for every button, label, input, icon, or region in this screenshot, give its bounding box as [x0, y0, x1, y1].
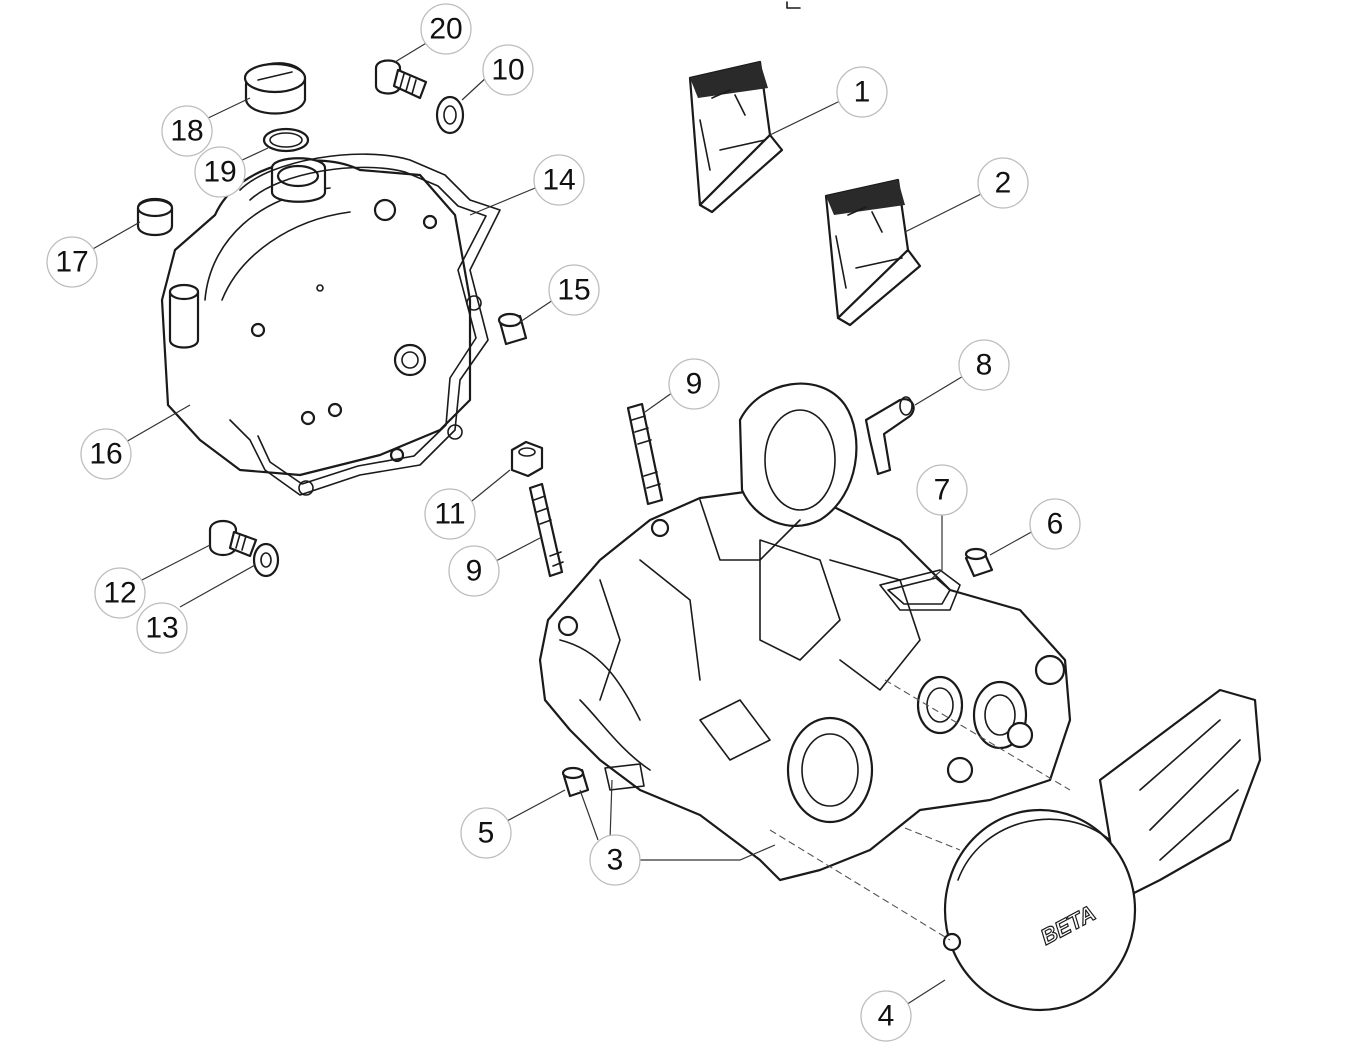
dowel-15 — [497, 312, 528, 346]
callout-19: 19 — [194, 146, 246, 198]
crankcase — [538, 382, 1072, 882]
callout-10: 10 — [482, 44, 534, 96]
callout-13-label: 13 — [145, 612, 178, 645]
callout-18: 18 — [161, 105, 213, 157]
callout-1: 1 — [836, 66, 888, 118]
stud-9-right — [626, 402, 664, 506]
dowel-6 — [964, 547, 994, 578]
callout-9a-label: 9 — [686, 368, 703, 401]
callout-8-label: 8 — [976, 349, 993, 382]
o-ring — [262, 127, 310, 153]
vent-fitting-8 — [864, 396, 915, 476]
callout-17-label: 17 — [55, 246, 88, 279]
callout-9-stud-right: 9 — [668, 358, 720, 410]
callout-5-label: 5 — [478, 817, 495, 850]
callout-16-label: 16 — [89, 438, 122, 471]
callout-2: 2 — [977, 157, 1029, 209]
callout-9b-label: 9 — [466, 555, 483, 588]
corner-mark — [786, 1, 801, 9]
callout-4: 4 — [860, 990, 912, 1042]
crankcase-gasket-7 — [879, 569, 961, 611]
nut-11 — [510, 440, 544, 478]
callout-6: 6 — [1029, 498, 1081, 550]
clutch-cover — [160, 157, 472, 477]
sealing-washer-top — [435, 95, 465, 135]
callout-1-label: 1 — [854, 76, 871, 109]
callout-6-label: 6 — [1047, 508, 1064, 541]
oil-filler-plug — [243, 62, 307, 115]
ignition-cover: BETA — [942, 688, 1262, 1012]
cover-gasket — [229, 153, 501, 496]
callout-12: 12 — [94, 567, 146, 619]
callout-17: 17 — [46, 236, 98, 288]
callout-3: 3 — [589, 834, 641, 886]
assembly-lines — [769, 679, 1071, 941]
callout-14: 14 — [533, 154, 585, 206]
callout-7: 7 — [916, 464, 968, 516]
callout-14-label: 14 — [542, 164, 575, 197]
reed-valve-2 — [824, 178, 922, 327]
callout-11: 11 — [424, 488, 476, 540]
callout-10-label: 10 — [491, 54, 524, 87]
stud-9-left — [528, 482, 564, 578]
callout-18-label: 18 — [170, 115, 203, 148]
callout-13: 13 — [136, 602, 188, 654]
drain-washer — [252, 542, 280, 578]
callout-12-label: 12 — [103, 577, 136, 610]
callout-16: 16 — [80, 428, 132, 480]
dowel-5 — [561, 766, 590, 798]
callout-3-label: 3 — [607, 844, 624, 877]
callout-8: 8 — [958, 339, 1010, 391]
callout-4-label: 4 — [878, 1000, 895, 1033]
callout-9-stud-left: 9 — [448, 545, 500, 597]
callout-7-label: 7 — [934, 474, 951, 507]
callout-20: 20 — [420, 3, 472, 55]
bolt-top — [374, 59, 428, 100]
callout-19-label: 19 — [203, 156, 236, 189]
callout-15: 15 — [548, 264, 600, 316]
callout-11-label: 11 — [434, 498, 465, 531]
callout-15-label: 15 — [557, 274, 590, 307]
reed-valve-1 — [688, 60, 784, 214]
callout-2-label: 2 — [995, 167, 1012, 200]
drain-bolt — [208, 519, 258, 558]
callout-20-label: 20 — [429, 13, 462, 46]
leader-lines — [90, 41, 1036, 1011]
screw-plug — [136, 197, 174, 237]
callout-5: 5 — [460, 807, 512, 859]
